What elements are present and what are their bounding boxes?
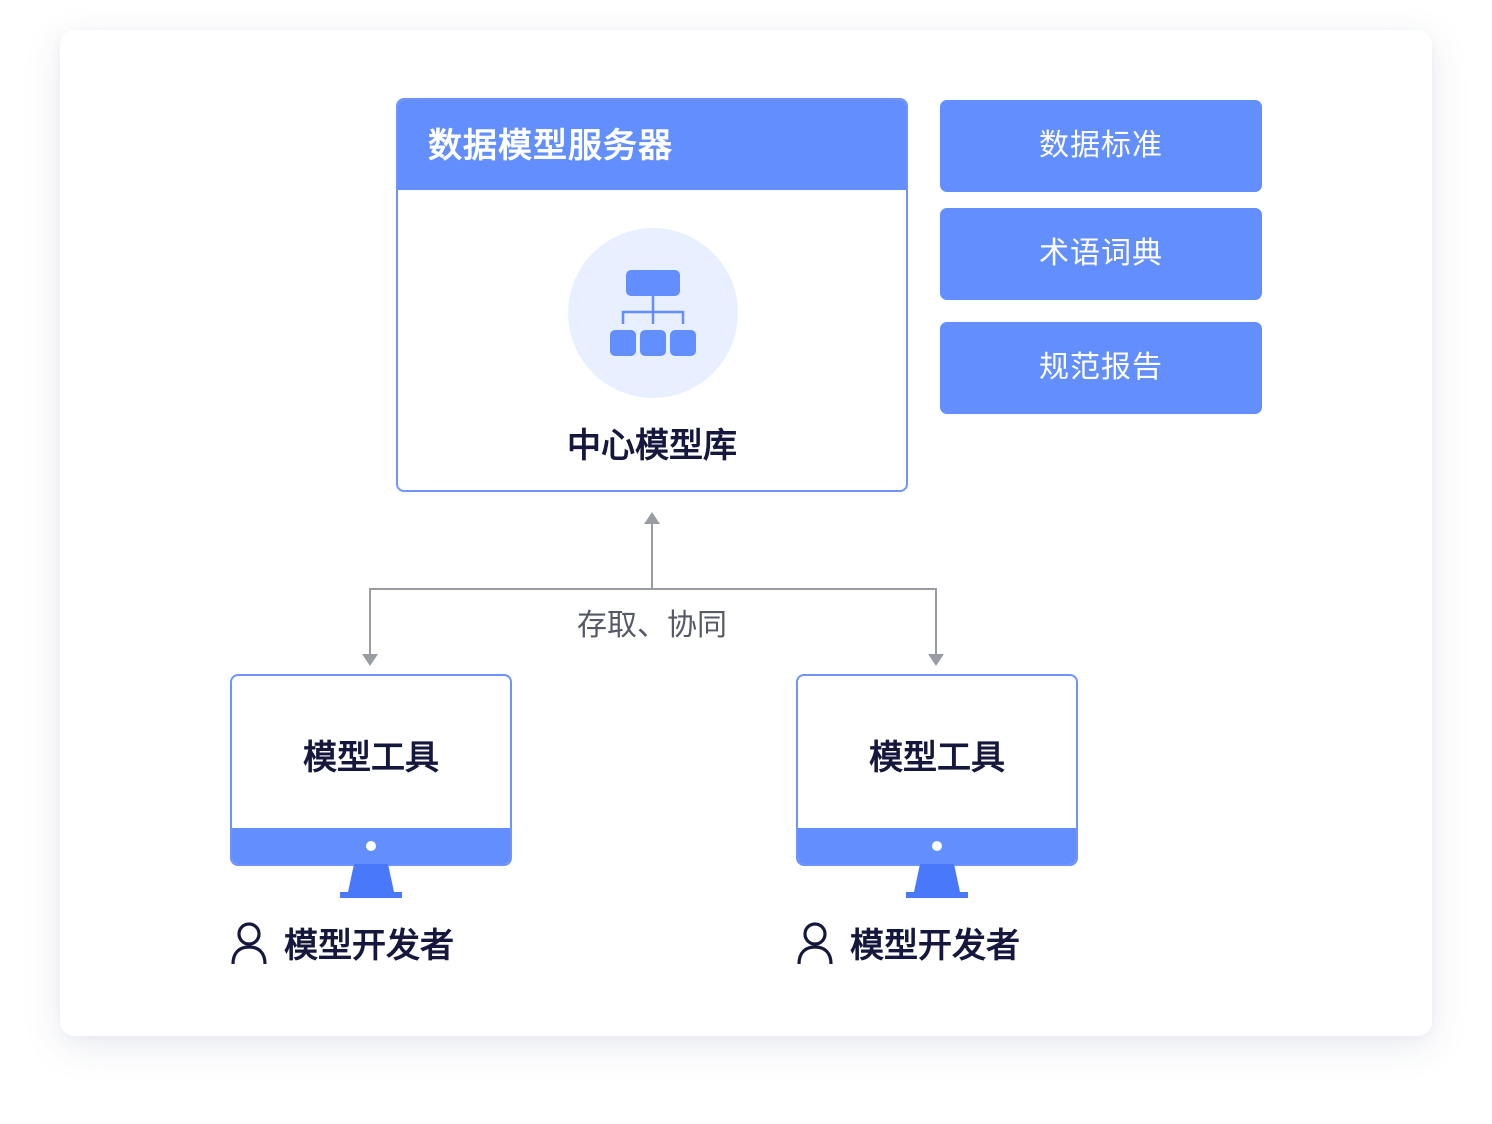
access-collaborate-label: 存取、协同 bbox=[577, 608, 727, 643]
data-model-server: 数据模型服务器 中心模型库 bbox=[396, 98, 908, 492]
person-icon bbox=[231, 922, 267, 965]
person-icon bbox=[797, 922, 833, 965]
developer-label-left: 模型开发者 bbox=[284, 926, 454, 966]
arrowhead-right-down bbox=[928, 654, 944, 666]
monitor-bezel bbox=[232, 828, 510, 864]
server-title: 数据模型服务器 bbox=[398, 100, 906, 190]
developer-label-right: 模型开发者 bbox=[850, 926, 1020, 966]
side-item-compliance-report: 规范报告 bbox=[940, 322, 1262, 414]
arrowhead-left-down bbox=[362, 654, 378, 666]
client-screen-right: 模型工具 bbox=[796, 674, 1078, 866]
side-item-glossary: 术语词典 bbox=[940, 208, 1262, 300]
client-screen-left: 模型工具 bbox=[230, 674, 512, 866]
central-repository-label: 中心模型库 bbox=[567, 426, 737, 466]
monitor-bezel bbox=[798, 828, 1076, 864]
model-tool-label-right: 模型工具 bbox=[869, 738, 1005, 778]
model-tool-label-left: 模型工具 bbox=[303, 738, 439, 778]
monitor-stand-left bbox=[340, 864, 402, 898]
connector-branch-line bbox=[369, 588, 937, 656]
power-led bbox=[932, 841, 942, 851]
hierarchy-icon bbox=[568, 228, 738, 398]
monitor-icon: 模型工具 bbox=[230, 674, 512, 866]
power-led bbox=[366, 841, 376, 851]
side-item-data-standard: 数据标准 bbox=[940, 100, 1262, 192]
arrowhead-up bbox=[644, 512, 660, 524]
monitor-icon: 模型工具 bbox=[796, 674, 1078, 866]
monitor-stand-right bbox=[906, 864, 968, 898]
